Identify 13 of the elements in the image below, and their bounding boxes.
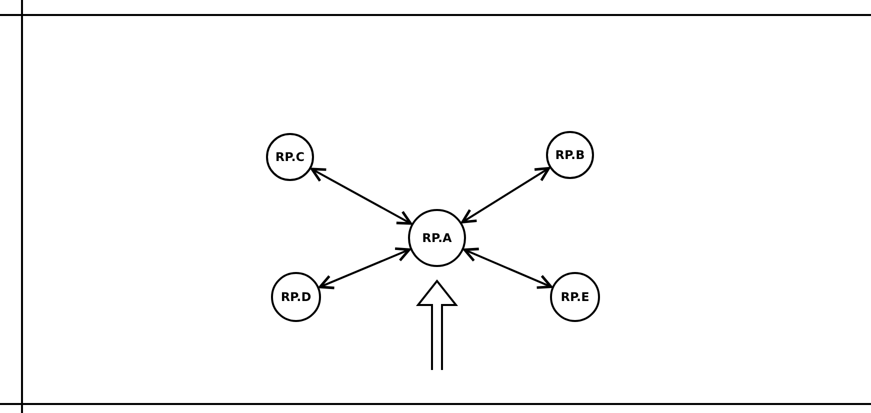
node-label: RP.A: [422, 231, 452, 245]
node-label: RP.D: [280, 290, 312, 304]
node-circle: [546, 131, 594, 179]
node-circle: [266, 133, 314, 181]
node-label: RP.C: [275, 150, 305, 164]
node-label: RP.B: [555, 148, 585, 162]
node-circle: [550, 272, 600, 322]
node-label: RP.E: [560, 290, 590, 304]
arrow: [310, 168, 412, 225]
arrow: [461, 166, 550, 224]
arrow: [463, 248, 552, 289]
arrow: [318, 247, 411, 290]
node-circle: [271, 272, 321, 322]
